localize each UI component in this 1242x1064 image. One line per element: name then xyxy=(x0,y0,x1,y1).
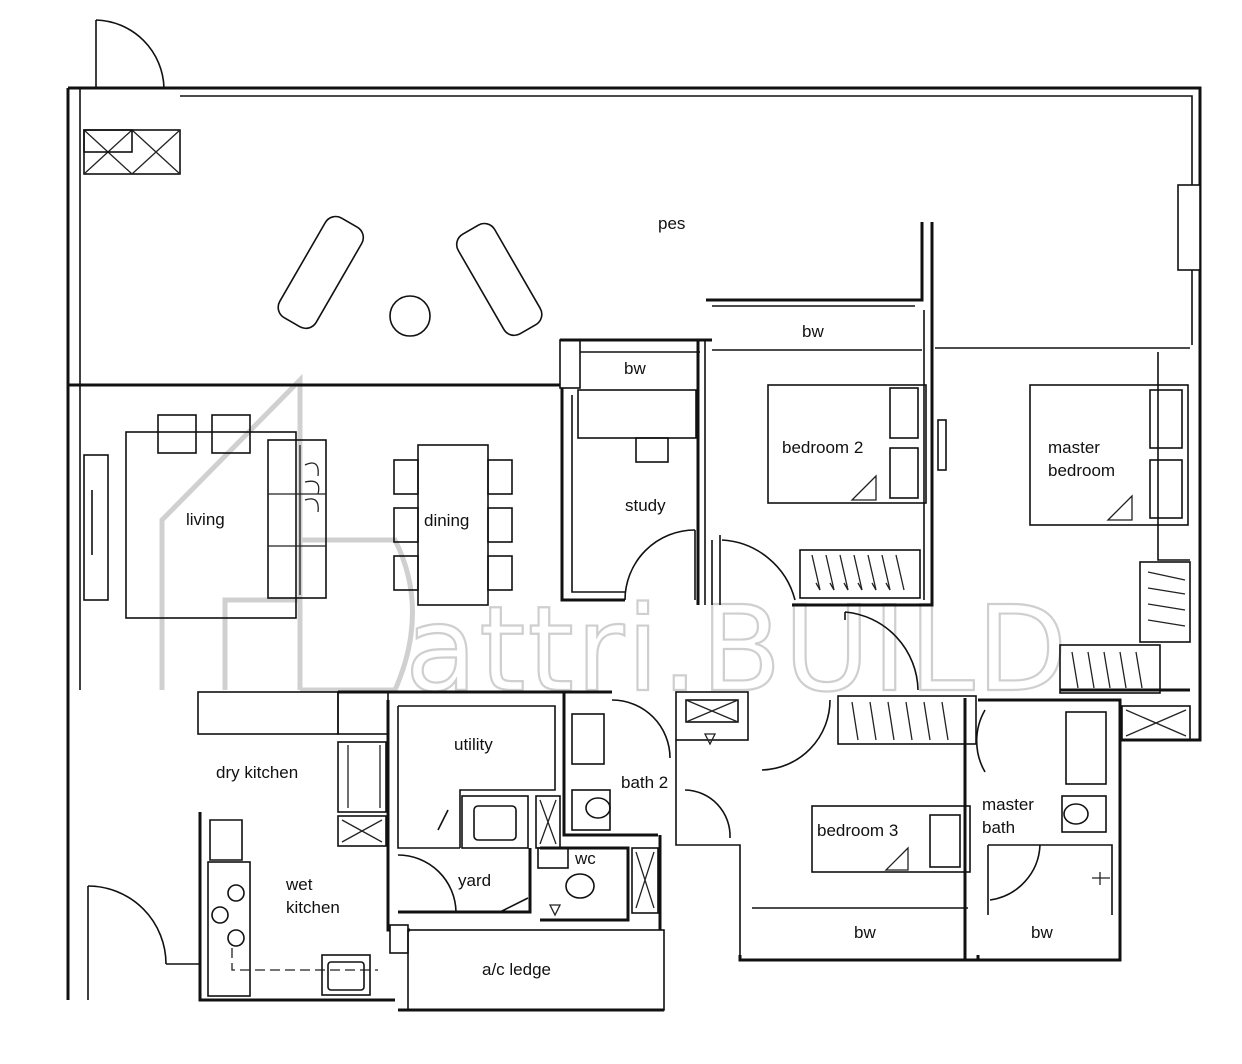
label-bw-study: bw xyxy=(624,359,646,378)
label-wet-kitchen-1: wet xyxy=(285,875,313,894)
dining-furniture xyxy=(393,444,513,606)
label-pes: pes xyxy=(658,214,685,233)
master-bedroom-walls xyxy=(1029,352,1191,694)
label-wc: wc xyxy=(574,849,596,868)
label-utility: utility xyxy=(454,735,493,754)
label-bw-master-bath: bw xyxy=(1031,923,1053,942)
study-walls xyxy=(559,338,712,605)
label-wet-kitchen-2: kitchen xyxy=(286,898,340,917)
corridor-bath-walls xyxy=(675,691,831,955)
label-master-bedroom-2: bedroom xyxy=(1048,461,1115,480)
label-dining: dining xyxy=(424,511,469,530)
watermark-house-logo xyxy=(159,373,415,693)
label-master-bath-1: master xyxy=(982,795,1034,814)
label-living: living xyxy=(186,510,225,529)
label-yard: yard xyxy=(458,871,491,890)
label-bw-bedroom3: bw xyxy=(854,923,876,942)
watermark-text: attri.BUILD xyxy=(405,580,1069,718)
top-left-entry xyxy=(83,19,181,175)
label-bedroom-2: bedroom 2 xyxy=(782,438,863,457)
label-bath-2: bath 2 xyxy=(621,773,668,792)
label-study: study xyxy=(625,496,666,515)
label-bw-bedroom2: bw xyxy=(802,322,824,341)
service-walls xyxy=(87,690,665,1012)
outer-walls xyxy=(66,86,1202,1000)
label-dry-kitchen: dry kitchen xyxy=(216,763,298,782)
bath-2-walls xyxy=(540,692,671,930)
label-master-bedroom-1: master xyxy=(1048,438,1100,457)
pes-furniture xyxy=(277,215,543,337)
master-bath-walls xyxy=(975,698,1191,962)
bedroom-2-walls xyxy=(706,222,947,691)
room-labels: pes bw bw living dining study bedroom 2 … xyxy=(186,214,1115,979)
label-bedroom-3: bedroom 3 xyxy=(817,821,898,840)
living-furniture xyxy=(83,414,327,619)
bedroom-3-walls xyxy=(738,695,980,962)
label-ac-ledge: a/c ledge xyxy=(482,960,551,979)
label-master-bath-2: bath xyxy=(982,818,1015,837)
